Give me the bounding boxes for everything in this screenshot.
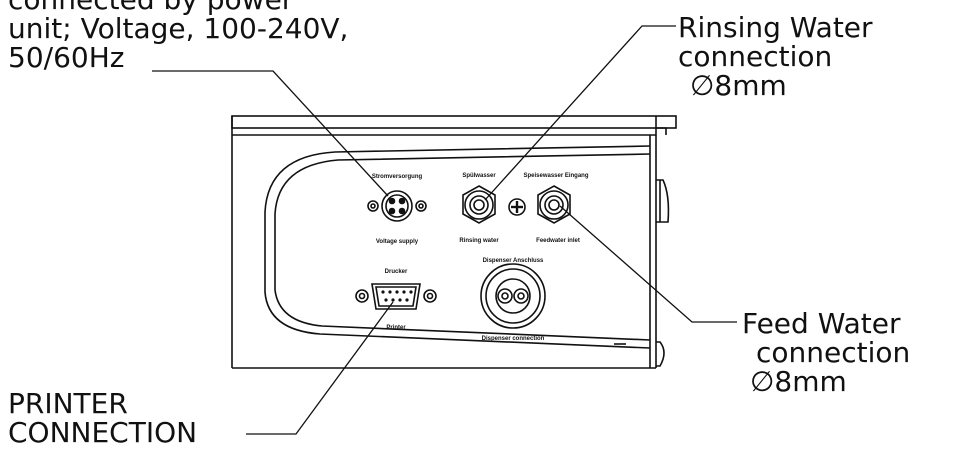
label-printer-top: Drucker (385, 269, 408, 275)
leader-feed (559, 205, 737, 323)
label-printer-bottom: Printer (386, 325, 406, 331)
callout-power-line2: unit; Voltage, 100-240V, (8, 12, 349, 45)
panel-outline (264, 145, 651, 349)
label-rinse-top: Spülwasser (462, 173, 496, 179)
callout-printer-line1: PRINTER (8, 387, 128, 420)
callout-printer: PRINTER CONNECTION (8, 389, 197, 447)
housing-top-bar (231, 115, 677, 136)
rinsing-water-fitting (462, 185, 496, 224)
power-connector (367, 190, 427, 222)
panel-outline-inner (274, 153, 651, 341)
leader-printer (246, 301, 394, 435)
callout-printer-line2: CONNECTION (8, 416, 198, 449)
center-screw (508, 198, 526, 216)
callout-feed: Feed Water connection ∅8mm (742, 309, 910, 396)
callout-rinsing-line1: Rinsing Water (678, 11, 873, 44)
label-dispenser-bottom: Dispenser connection (482, 336, 545, 342)
callout-feed-line2: connection (756, 336, 911, 369)
dispenser-connector (480, 263, 546, 329)
callout-rinsing-line3: ∅8mm (690, 69, 787, 102)
callout-power-line3: 50/60Hz (8, 41, 125, 74)
callout-rinsing: Rinsing Water connection ∅8mm (678, 13, 873, 100)
label-feed-bottom: Feedwater inlet (536, 238, 580, 244)
callout-power: connected by power unit; Voltage, 100-24… (8, 0, 348, 72)
feed-water-fitting (537, 185, 571, 224)
housing-body (231, 116, 657, 369)
printer-connector (355, 283, 437, 310)
callout-rinsing-line2: connection (678, 40, 833, 73)
callout-feed-line3: ∅8mm (750, 365, 847, 398)
leader-power (152, 70, 389, 197)
label-dispenser-top: Dispenser Anschluss (483, 258, 544, 264)
label-rinse-bottom: Rinsing water (459, 238, 499, 244)
label-power-top: Stromversorgung (372, 174, 423, 180)
side-clip (614, 179, 670, 367)
callout-feed-line1: Feed Water (742, 307, 901, 340)
label-feed-top: Speisewasser Eingang (523, 173, 588, 179)
callout-power-line1: connected by power (8, 0, 348, 14)
label-power-bottom: Voltage supply (376, 239, 419, 245)
leader-rinsing (484, 25, 676, 201)
